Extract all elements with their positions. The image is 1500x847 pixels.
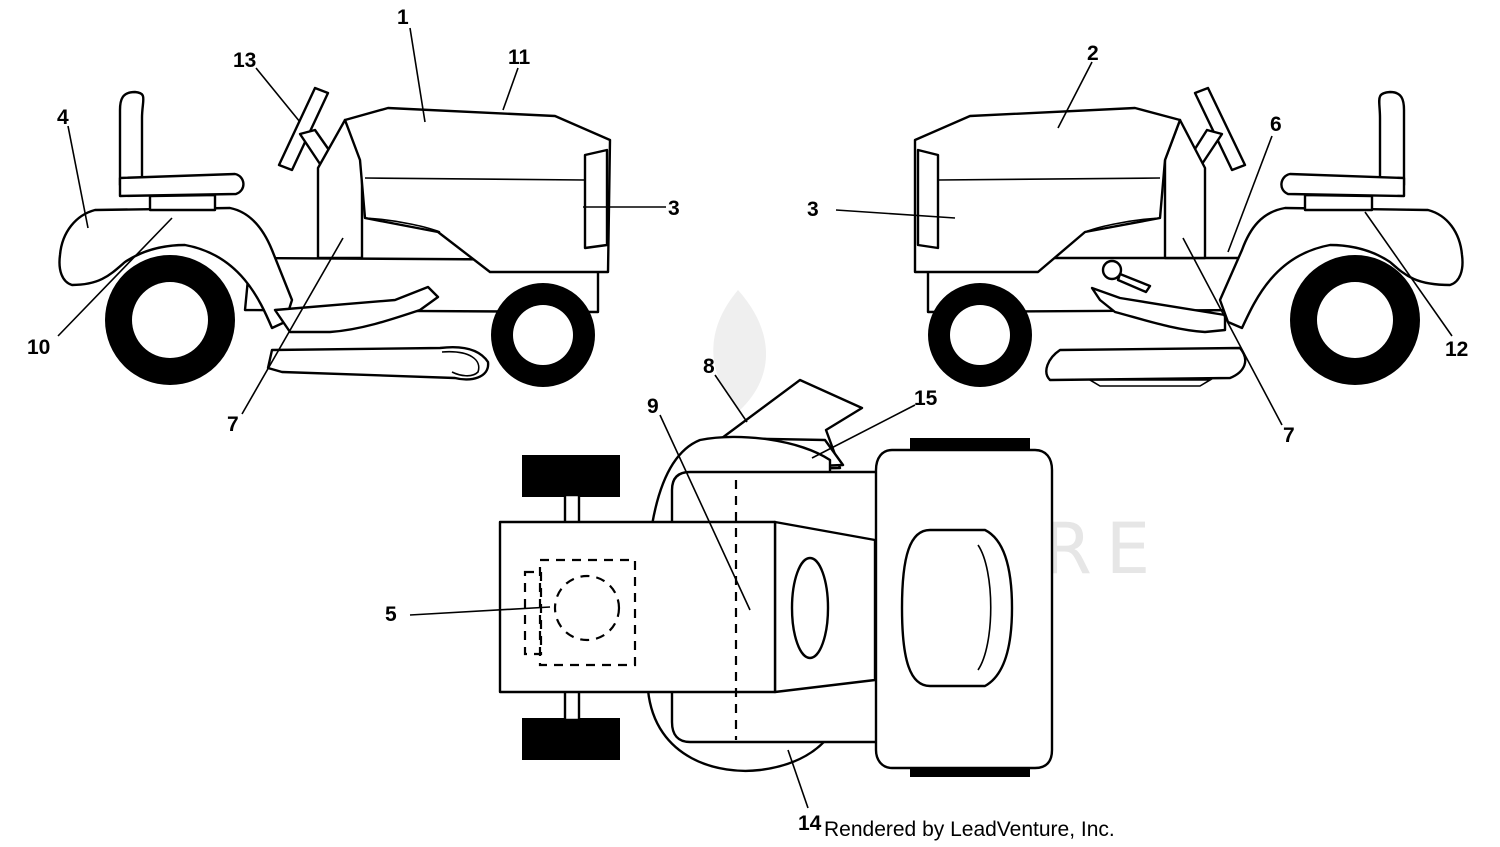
callout-11: 11 <box>508 46 531 69</box>
callout-12: 12 <box>1445 338 1468 361</box>
mower-deck-left <box>266 346 490 381</box>
right-side-view-tractor <box>913 86 1464 387</box>
leader-lines <box>57 27 1453 809</box>
seat-right <box>1280 172 1406 198</box>
rear-fender-right <box>1218 206 1464 330</box>
front-tire-top-upper <box>522 455 620 497</box>
seat-back-right <box>1378 90 1406 189</box>
seat-left <box>118 172 245 198</box>
footrest-left <box>273 285 440 334</box>
left-side-view-tractor <box>58 86 612 387</box>
mower-deck-right <box>1045 346 1247 382</box>
callout-6: 6 <box>1270 113 1282 136</box>
callout-7-right: 7 <box>1283 424 1295 447</box>
steering-wheel-right <box>1193 86 1247 172</box>
dash-tower-left <box>316 118 364 260</box>
seat-top <box>900 528 1014 688</box>
top-view-tractor <box>498 378 1054 777</box>
callout-1: 1 <box>397 6 409 29</box>
footrest-right <box>1090 286 1227 334</box>
callout-5: 5 <box>385 603 397 626</box>
callout-7-left: 7 <box>227 413 239 436</box>
grille-right <box>916 148 940 250</box>
callout-2: 2 <box>1087 42 1099 65</box>
hood-left <box>343 106 612 274</box>
callout-10: 10 <box>27 336 50 359</box>
callout-8: 8 <box>703 355 715 378</box>
dash-tower-right <box>1163 118 1207 260</box>
hood-right <box>913 106 1182 274</box>
credit-text: Rendered by LeadVenture, Inc. <box>824 818 1115 841</box>
front-tire-top-lower <box>522 718 620 760</box>
callout-4: 4 <box>57 106 69 129</box>
steering-wheel-top <box>790 556 830 660</box>
seat-back-left <box>118 90 145 189</box>
callout-13: 13 <box>233 49 256 72</box>
callout-14: 14 <box>798 812 822 835</box>
flame-watermark-icon <box>713 290 767 410</box>
callout-9: 9 <box>647 395 659 418</box>
steering-wheel-left <box>277 86 330 172</box>
callout-3-right: 3 <box>807 198 819 221</box>
grille-left <box>583 148 609 250</box>
callout-15: 15 <box>914 387 938 410</box>
key-icon <box>1101 259 1123 281</box>
hidden-decal-outline <box>538 558 637 667</box>
callout-3-left: 3 <box>668 197 680 220</box>
callout-labels: 1 11 13 4 3 10 7 2 6 3 12 7 8 9 15 5 14 <box>27 6 1468 835</box>
